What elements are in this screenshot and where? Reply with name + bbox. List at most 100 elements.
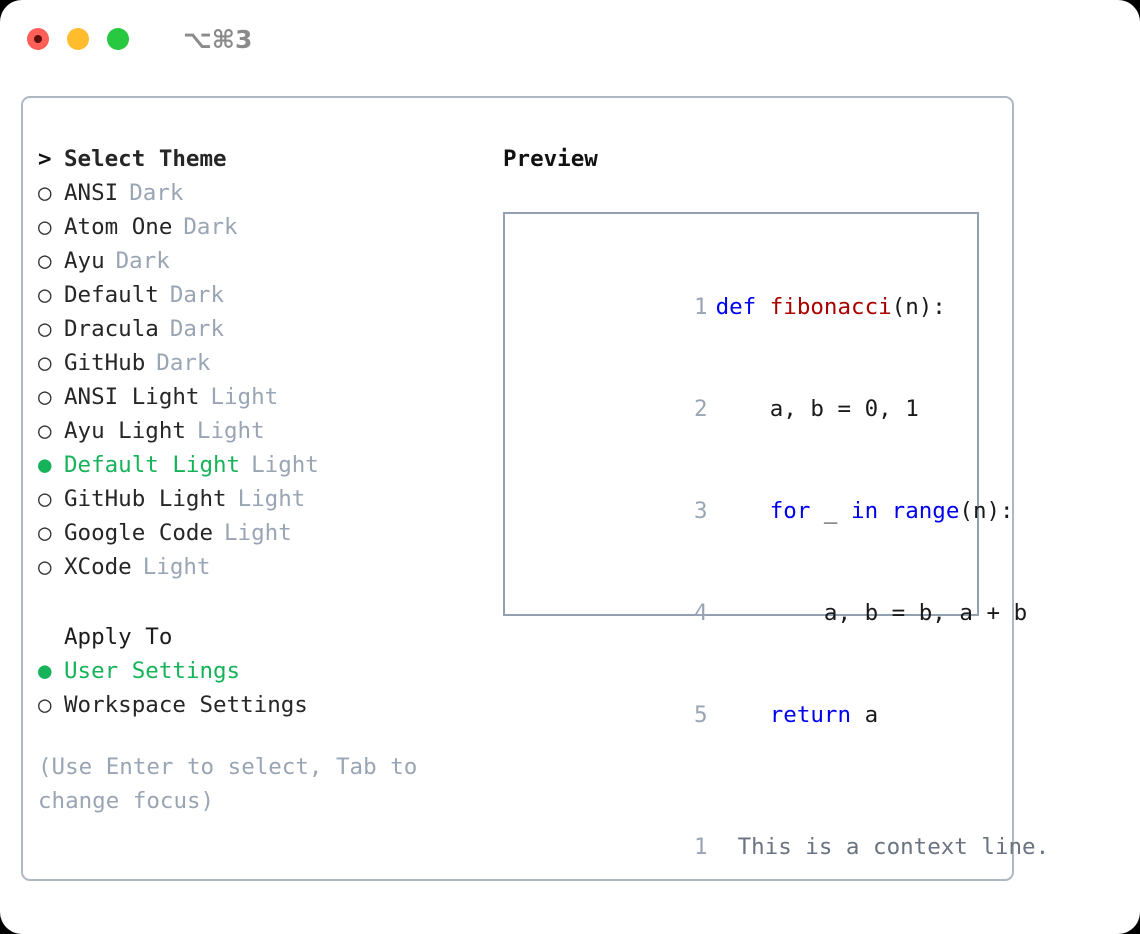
code-token: _ — [810, 498, 852, 524]
theme-name: Google Code — [64, 520, 214, 546]
apply-to-header: ○Apply To — [38, 620, 498, 654]
code-token — [716, 498, 770, 524]
radio-unselected-icon: ○ — [38, 692, 52, 718]
radio-unselected-icon: ○ — [38, 384, 52, 410]
diff-line-context: 1 This is a context line. — [521, 796, 1049, 898]
radio-selected-icon: ● — [38, 658, 52, 684]
theme-item-ayu-dark[interactable]: ○ Ayu Dark — [38, 244, 498, 278]
theme-name: Dracula — [64, 316, 159, 342]
radio-unselected-icon: ○ — [38, 520, 52, 546]
theme-variant-tag: Dark — [183, 214, 238, 240]
code-token: return — [769, 702, 852, 728]
zoom-button[interactable] — [107, 28, 129, 50]
radio-unselected-icon: ○ — [38, 418, 52, 444]
code-token — [878, 498, 892, 524]
theme-variant-tag: Dark — [169, 316, 225, 342]
code-token: a, b = b, a + b — [715, 600, 1028, 626]
apply-to-label: Apply To — [64, 624, 173, 650]
line-number: 2 — [694, 396, 708, 422]
theme-variant-tag: Dark — [129, 180, 184, 206]
keyboard-hint-text: (Use Enter to select, Tab to change focu… — [38, 754, 418, 814]
theme-variant-tag: Dark — [115, 248, 170, 274]
title-bar: ⌥⌘3 — [0, 0, 1140, 78]
theme-name: ANSI — [64, 180, 119, 206]
radio-unselected-icon: ○ — [38, 248, 52, 274]
theme-name: Atom One — [64, 214, 173, 240]
theme-name: Default — [64, 282, 159, 308]
apply-to-item-workspace-settings[interactable]: ○ Workspace Settings — [38, 688, 498, 722]
theme-name: Ayu Light — [64, 418, 186, 444]
spacer-icon: ○ — [38, 620, 64, 654]
code-token: a, b = 0, 1 — [715, 396, 919, 422]
minimize-button[interactable] — [67, 28, 89, 50]
code-token: in — [851, 498, 879, 524]
theme-name: ANSI Light — [64, 384, 200, 410]
keyboard-shortcut-label: ⌥⌘3 — [183, 24, 253, 54]
theme-item-xcode[interactable]: ○ XCode Light — [38, 550, 498, 584]
theme-item-ansi-light[interactable]: ○ ANSI Light Light — [38, 380, 498, 414]
theme-variant-tag: Light — [142, 554, 211, 580]
radio-unselected-icon: ○ — [38, 554, 52, 580]
theme-item-github-light[interactable]: ○ GitHub Light Light — [38, 482, 498, 516]
preview-title: Preview — [503, 146, 598, 172]
code-token: a — [851, 702, 879, 728]
code-token: for — [769, 498, 811, 524]
radio-unselected-icon: ○ — [38, 180, 52, 206]
radio-unselected-icon: ○ — [38, 350, 52, 376]
theme-variant-tag: Light — [251, 452, 319, 478]
code-token: def — [715, 294, 770, 320]
close-button[interactable] — [27, 28, 49, 50]
radio-unselected-icon: ○ — [38, 214, 52, 240]
apply-to-option-label: Workspace Settings — [64, 692, 308, 718]
line-number: 4 — [694, 600, 708, 626]
theme-name: GitHub Light — [64, 486, 227, 512]
code-token — [716, 702, 770, 728]
theme-item-google-code[interactable]: ○ Google Code Light — [38, 516, 498, 550]
code-token: range — [891, 498, 960, 524]
theme-item-default-light[interactable]: ● Default Light Light — [38, 448, 498, 482]
code-token: fibonacci — [769, 294, 892, 320]
section-spacer — [38, 584, 498, 620]
theme-variant-tag: Dark — [156, 350, 211, 376]
code-diff-gap — [521, 766, 977, 796]
theme-item-ansi-dark[interactable]: ○ ANSI Dark — [38, 176, 498, 210]
diff-line-deleted: 2-This line was deleted. — [521, 898, 977, 934]
code-token: (n): — [959, 498, 1014, 524]
close-dot-icon — [34, 35, 42, 43]
select-theme-label: Select Theme — [64, 146, 227, 172]
theme-variant-tag: Light — [224, 520, 292, 546]
code-line: 3 for _ in range(n): — [521, 460, 1014, 562]
radio-unselected-icon: ○ — [38, 282, 52, 308]
code-token: (n): — [891, 294, 946, 320]
radio-selected-icon: ● — [38, 452, 52, 478]
radio-unselected-icon: ○ — [38, 486, 52, 512]
theme-name: GitHub — [64, 350, 146, 376]
apply-to-option-label: User Settings — [64, 658, 241, 684]
prompt-caret-icon: > — [38, 146, 52, 172]
code-line: 1 def fibonacci(n): — [521, 256, 977, 358]
theme-item-ayu-light[interactable]: ○ Ayu Light Light — [38, 414, 498, 448]
diff-marker-context-icon — [716, 830, 738, 864]
line-number: 3 — [694, 498, 708, 524]
theme-variant-tag: Light — [237, 486, 306, 512]
theme-name: Default Light — [64, 452, 241, 478]
apply-to-item-user-settings[interactable]: ● User Settings — [38, 654, 498, 688]
line-number: 1 — [694, 294, 708, 320]
theme-variant-tag: Light — [196, 418, 265, 444]
hint-spacer — [38, 722, 498, 746]
theme-name: Ayu — [64, 248, 105, 274]
code-line: 2 a, b = 0, 1 — [521, 358, 977, 460]
theme-item-atom-one-dark[interactable]: ○ Atom One Dark — [38, 210, 498, 244]
select-theme-header: > Select Theme — [38, 142, 498, 176]
theme-item-github-dark[interactable]: ○ GitHub Dark — [38, 346, 498, 380]
theme-variant-tag: Light — [210, 384, 279, 410]
theme-name: XCode — [64, 554, 132, 580]
line-number: 1 — [694, 834, 708, 860]
